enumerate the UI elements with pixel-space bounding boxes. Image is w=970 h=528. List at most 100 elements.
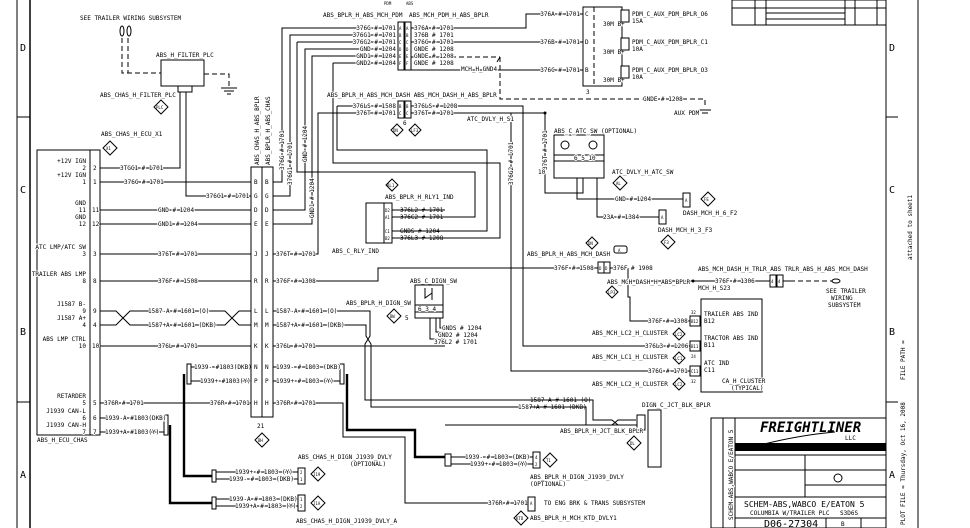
svg-text:L: L [265,308,269,315]
svg-text:G: G [265,193,269,200]
svg-text:F: F [406,61,409,66]
svg-text:PDM_C_AUX_PDM_BPLR_O6: PDM_C_AUX_PDM_BPLR_O6 [632,11,708,18]
svg-text:FILE PATH =: FILE PATH = [900,340,907,380]
connector-tag-plc: PLC [153,99,169,115]
see-trailer-wiring-note: SEE TRAILER WIRING SUBSYSTEM [80,15,182,22]
svg-text:376G1 # 1701: 376G1 # 1701 [353,32,397,39]
svg-text:12: 12 [79,221,87,228]
svg-text:GND1 # 1204: GND1 # 1204 [356,53,396,60]
svg-text:2: 2 [82,165,86,172]
svg-text:376F # 1308: 376F # 1308 [648,318,688,325]
svg-text:GNDE # 1208: GNDE # 1208 [414,60,454,67]
svg-text:DASH_MCH_H_6_F2: DASH_MCH_H_6_F2 [683,210,738,217]
svg-text:376G1 # 1701: 376G1 # 1701 [287,141,294,185]
svg-text:+12V IGN: +12V IGN [57,158,86,165]
svg-text:KTD: KTD [516,516,524,521]
svg-text:30M B+: 30M B+ [603,49,625,56]
svg-text:376L # 1701: 376L # 1701 [276,343,316,350]
zone-label-c: C [20,185,26,196]
svg-text:4: 4 [535,455,538,460]
svg-text:376G # 1701: 376G # 1701 [356,25,396,32]
svg-text:1939-A # 1803 (DKB): 1939-A # 1803 (DKB) [229,496,298,503]
svg-text:1587-A # 1601 (O): 1587-A # 1601 (O) [276,308,337,315]
svg-text:N: N [265,364,269,371]
svg-text:8: 8 [82,278,86,285]
svg-text:GND: GND [75,200,86,207]
zone-label-d-right: D [889,43,895,54]
svg-text:376B # 1701: 376B # 1701 [414,32,454,39]
svg-text:E: E [406,54,409,59]
svg-text:7: 7 [82,429,86,436]
svg-text:376A # 1701: 376A # 1701 [414,25,454,32]
svg-text:PDM_C_AUX_PDM_BPLR_O3: PDM_C_AUX_PDM_BPLR_O3 [632,67,708,74]
svg-text:10A: 10A [632,74,643,81]
svg-text:R: R [265,278,269,285]
filter-plc-box [160,59,205,87]
svg-text:1: 1 [300,477,303,482]
svg-text:D: D [254,207,258,214]
svg-text:GNDS # 1204: GNDS # 1204 [442,325,482,332]
svg-text:376G # 1701: 376G # 1701 [648,368,688,375]
svg-text:9: 9 [93,308,97,315]
svg-text:ABS_C_DIGN_SW: ABS_C_DIGN_SW [410,278,457,285]
svg-text:C: C [406,40,409,45]
svg-text:376F # 1308: 376F # 1308 [276,278,316,285]
wires [100,13,841,505]
svg-text:3: 3 [586,89,590,96]
svg-text:BH: BH [258,438,263,443]
svg-text:B: B [399,104,402,109]
svg-text:DN: DN [393,128,398,133]
svg-text:376G2 # 1701: 376G2 # 1701 [353,39,397,46]
svg-text:SCHEM-ABS,WABCO E/EATON 5: SCHEM-ABS,WABCO E/EATON 5 [728,429,735,520]
svg-text:B: B [254,179,258,186]
svg-text:15A: 15A [632,18,643,25]
svg-text:376G # 1701: 376G # 1701 [279,130,286,170]
svg-text:1: 1 [300,497,303,502]
svg-text:J1939 CAN-L: J1939 CAN-L [46,408,86,415]
svg-text:376T # 1701: 376T # 1701 [356,110,396,117]
dash-connector: ABS_BPLR_H_ABS_MCH_DASH ABS_MCH_DASH_H_A… [326,91,550,186]
svg-text:ABS_MCH_LC2_H_CLUSTER: ABS_MCH_LC2_H_CLUSTER [592,330,668,337]
svg-text:1939+A #1803(Y): 1939+A #1803(Y) [105,429,159,436]
svg-text:376F # 1508: 376F # 1508 [554,265,594,272]
svg-text:ABS_BPLR_H_JCT_BLK_BPLR: ABS_BPLR_H_JCT_BLK_BPLR [560,428,643,435]
svg-text:376L3 # 1206: 376L3 # 1206 [645,343,689,350]
svg-text:376C # 1701: 376C # 1701 [414,39,454,46]
connector-tag-bh: BH [254,432,270,448]
power-distribution-module: CDB 376A # 1701 376B # 1701 376C # 1701 … [539,6,709,118]
zone-label-a-right: A [889,470,895,481]
svg-text:A: A [530,501,533,506]
svg-text:K: K [265,343,269,350]
svg-text:P: P [265,378,269,385]
j1939-connectors: ABS_CHAS_H_DIGN_J1939_DVLY (OPTIONAL) 19… [211,451,625,526]
svg-text:F3: F3 [664,240,669,245]
drawing-number: D06-27304 [764,519,818,528]
svg-text:376F # 1508: 376F # 1508 [158,278,198,285]
filter-plc-label: ABS_H_FILTER_PLC [156,52,214,59]
svg-text:C11: C11 [691,369,699,374]
svg-text:WIRING: WIRING [831,295,853,302]
svg-text:6: 6 [82,415,86,422]
svg-text:N: N [254,364,258,371]
svg-text:4: 4 [82,322,86,329]
svg-text:ABS_BPLR_H_DIGN_SW: ABS_BPLR_H_DIGN_SW [346,300,411,307]
svg-text:376T # 1701: 376T # 1701 [158,251,198,258]
svg-text:ABS_BPLR_H_MCH_KTD_DVLY1: ABS_BPLR_H_MCH_KTD_DVLY1 [530,515,617,522]
svg-text:1939- #1803(DKB): 1939- #1803(DKB) [194,364,252,371]
svg-text:376LS # 1208: 376LS # 1208 [414,103,458,110]
svg-text:attached to sheet1: attached to sheet1 [907,195,914,260]
svg-text:5: 5 [82,400,86,407]
svg-text:1: 1 [82,179,86,186]
relay-rly-ind: RL1 ABS_BPLR_H_RLY1_IND D2 A1 C1 B2 376L… [331,178,500,256]
zone-label-d: D [20,43,26,54]
svg-text:C1: C1 [385,229,390,234]
svg-text:376B # 1701: 376B # 1701 [540,39,580,46]
svg-text:B: B [399,33,402,38]
svg-text:21: 21 [257,423,265,430]
svg-text:10: 10 [92,343,100,350]
svg-text:A1: A1 [385,215,390,220]
svg-text:F: F [399,61,402,66]
svg-text:MCH_H_GND4: MCH_H_GND4 [461,66,498,73]
svg-text:E: E [254,221,258,228]
svg-text:B: B [406,33,409,38]
